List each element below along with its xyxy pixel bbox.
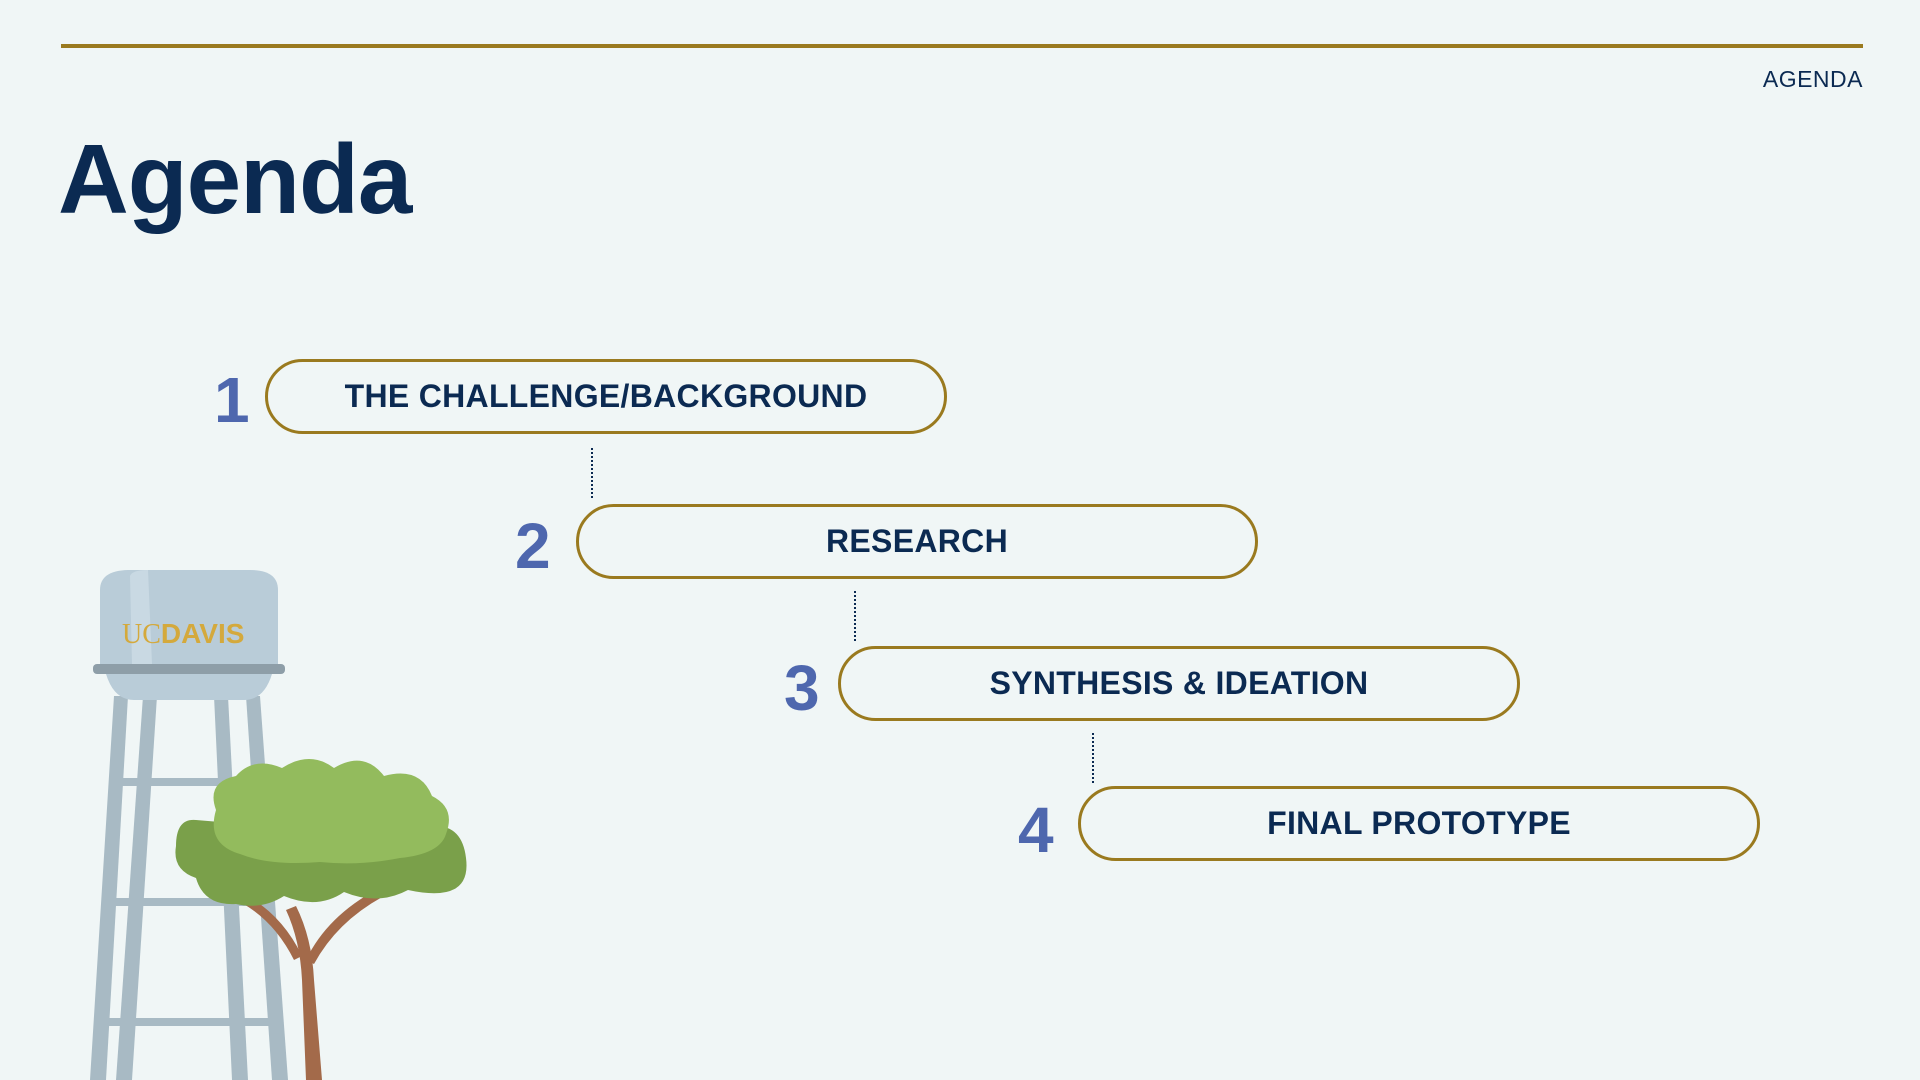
tower-brace xyxy=(96,1018,278,1026)
section-label: AGENDA xyxy=(1762,66,1863,92)
tree-foliage-light xyxy=(213,759,449,864)
tower-leg xyxy=(90,696,128,1080)
tree-icon xyxy=(175,759,467,1080)
connector-line xyxy=(854,591,856,641)
tank-base xyxy=(106,674,272,700)
water-tower-illustration: UCDAVIS xyxy=(90,570,467,1080)
agenda-item-2[interactable]: RESEARCH xyxy=(576,504,1258,579)
top-rule xyxy=(61,44,1863,48)
tower-brace xyxy=(104,898,270,906)
agenda-item-1[interactable]: THE CHALLENGE/BACKGROUND xyxy=(265,359,947,434)
agenda-item-4[interactable]: FINAL PROTOTYPE xyxy=(1078,786,1760,861)
agenda-number-4: 4 xyxy=(1018,794,1054,866)
agenda-item-label: SYNTHESIS & IDEATION xyxy=(989,665,1369,701)
tank-rim xyxy=(93,664,285,674)
uc-davis-logo: UCDAVIS xyxy=(122,618,244,650)
agenda-item-label: FINAL PROTOTYPE xyxy=(1267,805,1571,841)
tree-trunk xyxy=(286,906,322,1080)
agenda-number-3: 3 xyxy=(784,652,820,724)
connector-line xyxy=(591,448,593,498)
agenda-item-label: RESEARCH xyxy=(826,523,1008,559)
tank-highlight xyxy=(130,570,152,664)
agenda-item-label: THE CHALLENGE/BACKGROUND xyxy=(344,378,868,414)
tower-leg xyxy=(116,696,157,1080)
tree-branch xyxy=(232,890,302,960)
tower-brace xyxy=(110,778,260,786)
connector-line xyxy=(1092,733,1094,783)
agenda-number-2: 2 xyxy=(515,510,551,582)
agenda-number-1: 1 xyxy=(214,364,250,436)
agenda-item-3[interactable]: SYNTHESIS & IDEATION xyxy=(838,646,1520,721)
page-title: Agenda xyxy=(58,124,412,234)
